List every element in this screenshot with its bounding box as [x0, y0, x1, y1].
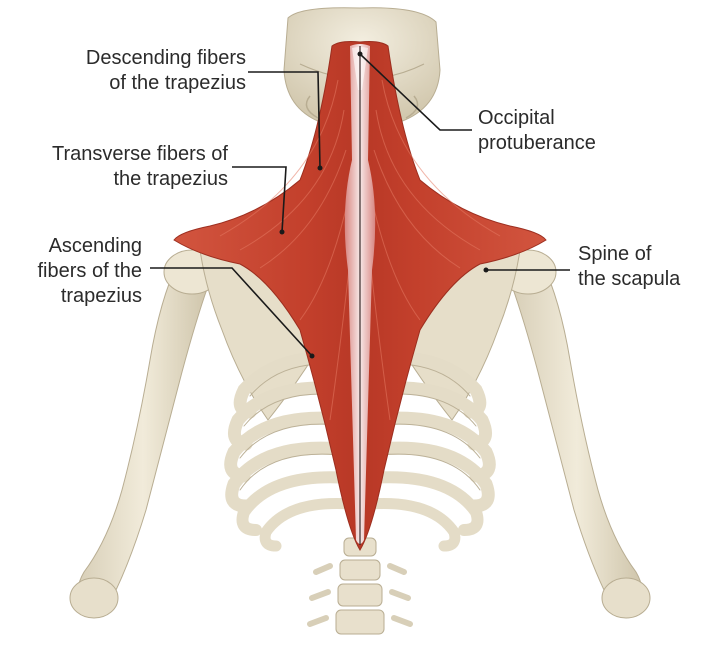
vertebral-column	[307, 537, 413, 635]
label-spine-line2: the scapula	[578, 268, 681, 290]
label-ascending-fibers: Ascending fibers of the trapezius	[37, 234, 142, 309]
label-occipital-line1: Occipital	[478, 107, 555, 129]
label-ascending-line1: Ascending	[48, 235, 142, 257]
label-descending-line2: of the trapezius	[109, 72, 246, 94]
label-transverse-line1: Transverse fibers of	[52, 143, 228, 165]
leader-lines	[150, 53, 570, 357]
label-spine-line1: Spine of	[578, 243, 652, 265]
label-occipital-line2: protuberance	[478, 132, 596, 154]
leader-ascending	[150, 267, 313, 357]
label-descending-line1: Descending fibers	[85, 47, 246, 69]
right-arm-bones	[499, 249, 651, 619]
leader-occipital	[359, 53, 472, 131]
rib-cage	[224, 351, 496, 552]
label-spine-of-scapula: Spine of the scapula	[578, 242, 680, 292]
label-transverse-line2: the trapezius	[113, 168, 228, 190]
label-ascending-line3: trapezius	[60, 285, 142, 307]
label-ascending-line2: fibers of the	[37, 260, 142, 282]
label-occipital-protuberance: Occipital protuberance	[478, 106, 596, 156]
trapezius-muscle	[173, 41, 547, 551]
label-descending-fibers: Descending fibers of the trapezius	[86, 46, 246, 96]
leader-transverse	[232, 166, 287, 233]
leader-descending	[248, 71, 321, 169]
label-transverse-fibers: Transverse fibers of the trapezius	[52, 142, 228, 192]
